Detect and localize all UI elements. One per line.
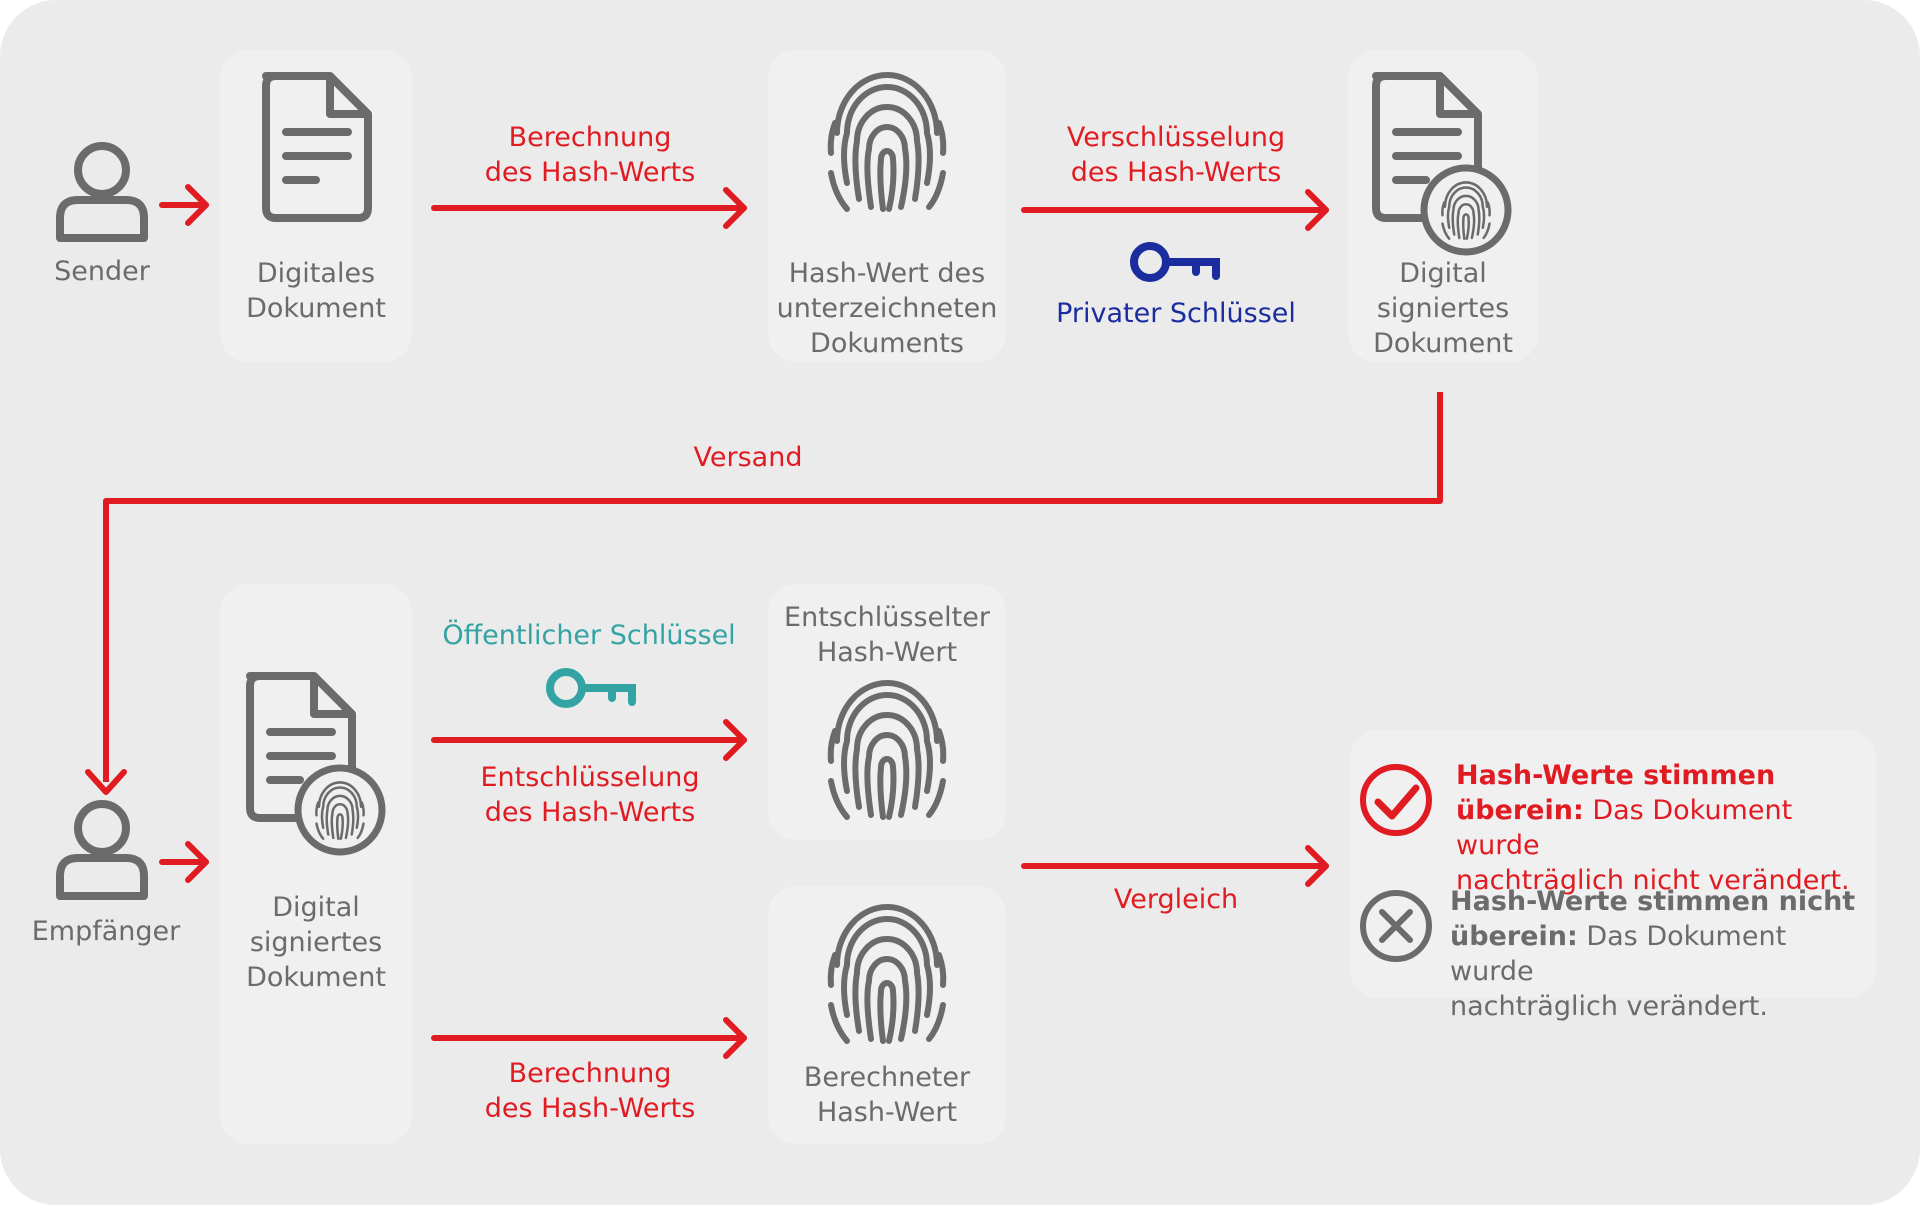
card-digital-document <box>220 50 412 362</box>
arrow-right-icon <box>159 187 209 223</box>
hash-encryption-label: Verschlüsselung des Hash-Werts <box>1066 122 1286 188</box>
signed-document-label-top: Digital signiertes Dokument <box>1373 258 1513 359</box>
hash-computation-label: Berechnung des Hash-Werts <box>484 1058 696 1124</box>
user-icon <box>60 804 144 896</box>
x-circle-icon <box>1360 890 1432 962</box>
signed-document-label-bottom: Digital signiertes Dokument <box>246 892 386 993</box>
card-computed-hash <box>768 886 1006 1144</box>
computed-hash-label: Berechneter Hash-Wert <box>803 1062 971 1128</box>
decrypted-hash-label: Entschlüsselter Hash-Wert <box>784 602 990 668</box>
check-circle-icon <box>1360 764 1432 836</box>
receiver-label: Empfänger <box>31 916 181 947</box>
compare-label: Vergleich <box>1113 884 1239 915</box>
shipping-connector <box>85 392 1443 795</box>
result-mismatch: Hash-Werte stimmen nicht überein: Das Do… <box>1450 884 1866 1024</box>
digital-document-label: Digitales Dokument <box>246 258 386 324</box>
fingerprint-icon <box>831 683 944 817</box>
private-key-label: Privater Schlüssel <box>1056 298 1296 329</box>
arrow-right-icon <box>159 844 209 880</box>
arrow-right-icon <box>431 190 747 226</box>
fingerprint-icon <box>831 907 944 1041</box>
result-match-text: Das Dokument wurde nachträglich nicht ve… <box>1456 795 1850 896</box>
arrow-right-icon <box>1021 848 1329 884</box>
hash-value-label: Hash-Wert des unterzeichneten Dokuments <box>776 258 998 359</box>
result-match-title: Hash-Werte stimmen überein: <box>1456 760 1776 826</box>
user-icon <box>60 146 144 238</box>
public-key-label: Öffentlicher Schlüssel <box>442 620 736 651</box>
key-icon <box>546 668 636 708</box>
result-mismatch-text: Das Dokument wurde nachträglich veränder… <box>1450 921 1787 1022</box>
arrow-right-icon <box>431 722 747 758</box>
result-match: Hash-Werte stimmen überein: Das Dokument… <box>1456 758 1866 898</box>
hash-calculation-label: Berechnung des Hash-Werts <box>484 122 696 188</box>
hash-decryption-label: Entschlüsselung des Hash-Werts <box>480 762 700 828</box>
signed-document-icon <box>1376 76 1512 256</box>
key-icon <box>1130 242 1220 282</box>
arrow-right-icon <box>431 1020 747 1056</box>
signed-document-icon <box>250 676 386 856</box>
shipping-label: Versand <box>693 442 803 473</box>
sender-label: Sender <box>54 256 150 287</box>
arrow-right-icon <box>1021 192 1329 228</box>
result-mismatch-title: Hash-Werte stimmen nicht überein: <box>1450 886 1856 952</box>
fingerprint-icon <box>831 75 944 209</box>
card-results <box>1350 730 1876 998</box>
document-icon <box>266 76 368 218</box>
